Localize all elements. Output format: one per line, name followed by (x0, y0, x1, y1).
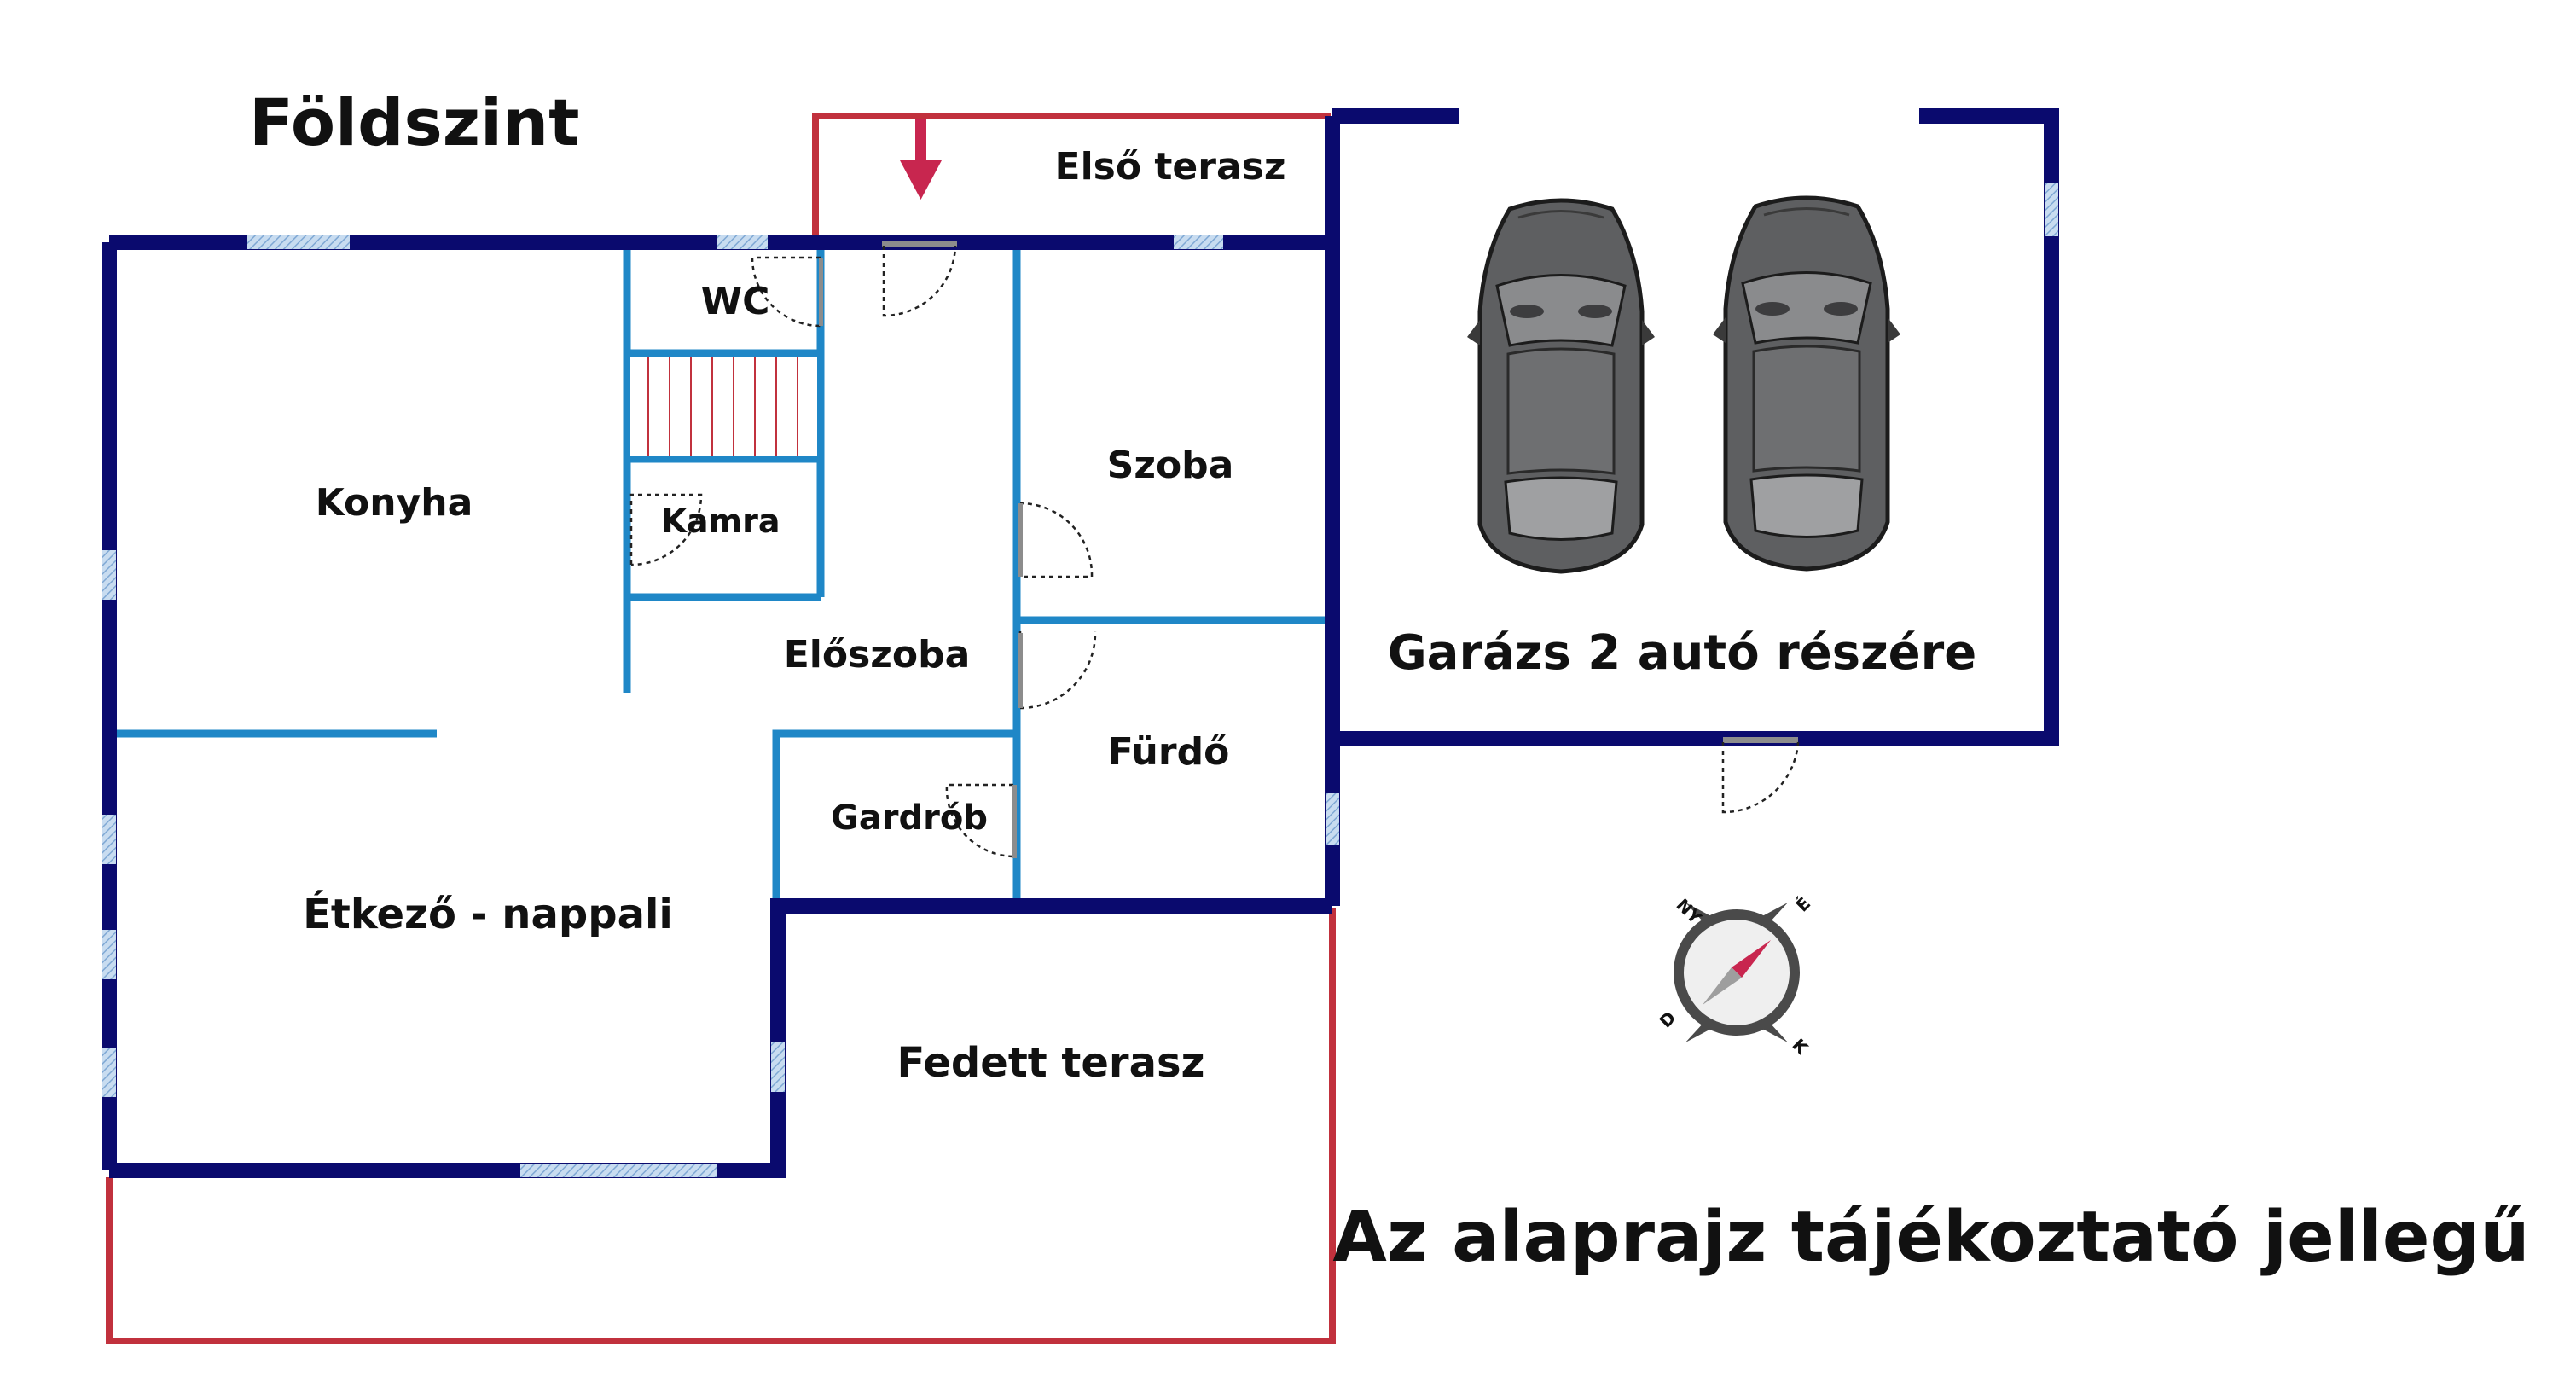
room-label-dining-living: Étkező - nappali (303, 890, 673, 938)
room-label-covered-terrace: Fedett terasz (897, 1039, 1205, 1087)
room-label-pantry: Kamra (661, 502, 780, 540)
doors (629, 241, 1800, 858)
room-label-bathroom: Fürdő (1108, 730, 1230, 774)
room-label-wc: WC (701, 280, 770, 323)
staircase (630, 357, 817, 456)
covered-terrace-outline (106, 908, 1336, 1344)
room-label-garage: Garázs 2 autó részére (1388, 625, 1977, 681)
outer-walls (102, 108, 2059, 1178)
windows (102, 183, 2058, 1177)
disclaimer-note: Az alaprajz tájékoztató jellegű (1332, 1197, 2529, 1278)
room-label-front-terrace: Első terasz (1055, 145, 1286, 189)
room-label-wardrobe: Gardrób (831, 798, 988, 838)
compass-label-se: K (1788, 1035, 1813, 1059)
entrance-arrow-icon (900, 119, 942, 200)
inner-walls (109, 242, 1331, 904)
car-icon (1467, 200, 1655, 572)
room-label-room: Szoba (1107, 444, 1234, 487)
compass-label-ne: É (1792, 893, 1815, 916)
compass-icon: NY É D K (1656, 893, 1815, 1059)
front-terrace-outline (812, 113, 1331, 242)
car-icon (1713, 198, 1900, 569)
room-label-kitchen: Konyha (316, 481, 473, 525)
compass-label-sw: D (1656, 1007, 1680, 1032)
room-label-hall: Előszoba (784, 633, 971, 676)
page-title: Földszint (249, 84, 579, 160)
